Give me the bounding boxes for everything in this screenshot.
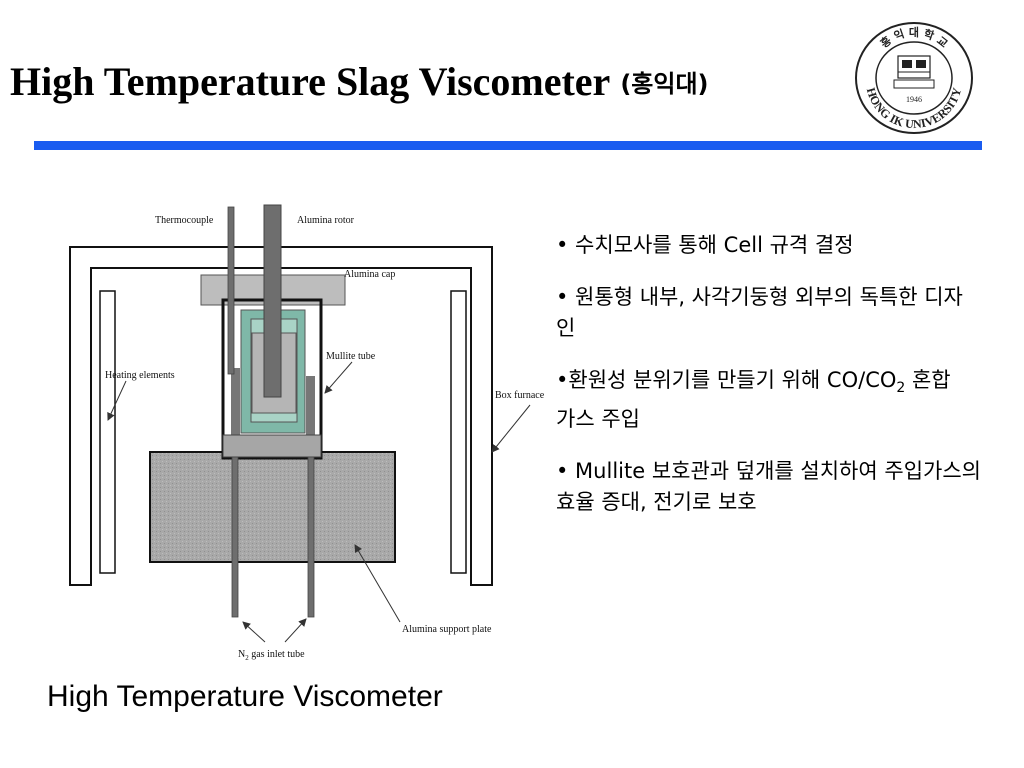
label-mullite-tube: Mullite tube xyxy=(326,351,376,362)
bullet-list: • 수치모사를 통해 Cell 규격 결정 • 원통형 내부, 사각기둥형 외부… xyxy=(556,230,1006,539)
gas-inlet-tube-left xyxy=(231,456,239,618)
box-furnace xyxy=(69,246,493,586)
gas-inlet-tube-right xyxy=(307,456,315,618)
bullet-item: • 수치모사를 통해 Cell 규격 결정 xyxy=(556,233,854,257)
label-alumina-cap: Alumina cap xyxy=(344,269,395,280)
label-alumina-rotor: Alumina rotor xyxy=(297,215,355,226)
thermocouple xyxy=(227,206,235,375)
slide-title-main: High Temperature Slag Viscometer xyxy=(10,59,611,104)
diagram-caption: High Temperature Viscometer xyxy=(47,680,443,713)
bullet-item: • 원통형 내부, 사각기둥형 외부의 독특한 디자인 xyxy=(556,285,963,340)
university-seal-logo: 홍 익 대 학 교 HONG IK UNIVERSITY 1946 xyxy=(855,22,973,134)
seal-year: 1946 xyxy=(906,95,922,104)
alumina-rotor xyxy=(263,204,282,398)
label-n2-gas-inlet-tube: N2 gas inlet tube xyxy=(238,649,305,662)
slide-title-korean: (홍익대) xyxy=(620,70,709,98)
heating-element-left xyxy=(99,290,116,574)
label-box-furnace: Box furnace xyxy=(495,390,545,401)
title-divider xyxy=(34,141,982,150)
label-alumina-support-plate: Alumina support plate xyxy=(402,624,492,635)
heating-element-right xyxy=(450,290,467,574)
bullet-item: •환원성 분위기를 만들기 위해 CO/CO2 혼합 가스 주입 xyxy=(556,368,951,432)
slide-title: High Temperature Slag Viscometer (홍익대) xyxy=(10,58,709,105)
label-heating-elements: Heating elements xyxy=(105,370,175,381)
bullet-item: • Mullite 보호관과 덮개를 설치하여 주입가스의 효율 증대, 전기로… xyxy=(556,459,981,515)
viscometer-diagram: Thermocouple Alumina rotor Alumina cap M… xyxy=(69,204,545,662)
label-thermocouple: Thermocouple xyxy=(155,215,214,226)
alumina-support-plate xyxy=(149,451,396,563)
